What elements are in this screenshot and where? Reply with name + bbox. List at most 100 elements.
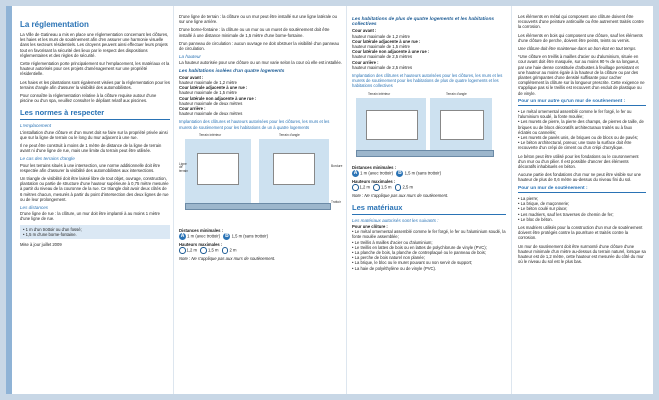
height-3-icon [221, 247, 229, 254]
value: hauteur maximale de deux mètres [179, 100, 243, 106]
value: hauteur maximale de deux mètres [179, 111, 243, 117]
distance-b-icon: B [223, 233, 231, 241]
list-item: • Le métal ornemental assemblé comme le … [518, 109, 632, 120]
value: hauteur maximale de 1,2 mètre [179, 80, 237, 86]
divider [20, 119, 170, 121]
paragraph: Les haies et les plantations sont égalem… [20, 79, 170, 90]
label-interior: Terrain intérieur [199, 132, 222, 137]
list-item: • La perche de bois naturel non planée; [352, 255, 425, 261]
subheading-wall: Pour un mur autre qu'un mur de soutèneme… [518, 98, 626, 104]
distances-legend: A 1 m (avec trottoir) B 1,5 m (sans trot… [179, 233, 268, 241]
list-item: • Le béton coulé sur place; [518, 206, 568, 212]
paragraph: L'installation d'une clôture et d'un mur… [20, 129, 168, 140]
site-plan-figure-2: Terrain intérieur Terrain d'angle [352, 92, 506, 162]
distance-a-icon: A [352, 169, 359, 177]
paragraph: Cette réglementation porte principalemen… [20, 61, 170, 77]
house-1 [197, 152, 239, 185]
update-date: Mise à jour juillet 2009 [20, 242, 62, 248]
list-item: • Le béton architectural, poreux; une to… [518, 140, 632, 151]
value: hauteur maximale de 1,5 mètre [352, 44, 410, 50]
fold-line-1 [173, 6, 174, 394]
paragraph: Les madriers utilisés pour la constructi… [518, 224, 643, 241]
label: Cour latérale non adjacente à une rue : [352, 49, 430, 55]
note: Note : Ne s'applique pas aux murs de sou… [179, 255, 276, 261]
value: hauteur maximale de 1,2 mètre [352, 33, 410, 39]
label: Cour latérale adjacente à une rue : [352, 38, 421, 44]
divider [352, 213, 506, 215]
list-item: • Les murets de pavés unis, de briques o… [518, 135, 638, 141]
height-1-icon [352, 184, 359, 191]
subheading-retaining-wall: Pour un mur de soutènement : [518, 185, 588, 191]
paragraph: Le béton peut être utilisé pour les fond… [518, 153, 639, 170]
list-item: • La haie de polyéthylène ou de vinyle (… [352, 265, 437, 271]
note: Note : Ne s'applique pas aux murs de sou… [352, 192, 449, 198]
brochure-page: La réglementation La Ville de Gatineau a… [6, 6, 653, 394]
figure-title: Les habitations isolées d'un quatre loge… [179, 68, 285, 74]
paragraph: Pour connaître la réglementation relativ… [20, 93, 157, 104]
label: Cour latérale adjacente à une rue : [179, 85, 248, 91]
paragraph: Pour les terrains situés à une intersect… [20, 162, 161, 173]
paragraph: *Une clôture en treillis à mailles d'aci… [518, 54, 645, 96]
paragraph: Une clôture doit être maintenue dans un … [518, 46, 637, 52]
label-fence: Pour une clôture : [352, 223, 388, 229]
site-plan-figure: Terrain intérieur Terrain d'angle Ligne … [179, 133, 343, 225]
paragraph: D'une ligne de terrain : la clôture ou u… [179, 14, 337, 25]
label-lot-line: Ligne de terrain [179, 161, 189, 174]
column-2: D'une ligne de terrain : la clôture ou u… [179, 14, 343, 264]
list-item: • 1,5 m d'une borne-fontaine. [23, 231, 77, 237]
section-title-materials: Les matériaux [352, 202, 403, 212]
value: hauteur maximale de 2,5 mètres [352, 54, 413, 60]
figure-title: Les habitations de plus de quatre logeme… [352, 17, 495, 28]
heights-title: Hauteurs maximales : [352, 178, 396, 184]
paragraph: Un mur de soutènement doit être surmonté… [518, 243, 646, 265]
heights-legend: 1,2 m 1,5 m 2,5 m [352, 184, 506, 191]
distance-box: • 1 m d'un trottoir ou d'un fossé; • 1,5… [20, 224, 170, 240]
paragraph: D'un panneau de circulation : aucun ouvr… [179, 40, 339, 52]
column-1: La réglementation La Ville de Gatineau a… [20, 14, 170, 250]
list-item: • 1 m d'un trottoir ou d'un fossé; [23, 226, 82, 232]
list-item: • Le métal ornemental assemblé comme le … [352, 229, 506, 240]
label-corner: Terrain d'angle [446, 91, 467, 96]
section-title-regulation: La réglementation [20, 20, 89, 29]
paragraph: La Ville de Gatineau a mis en place une … [20, 32, 169, 58]
list-item: • La brique, le bloc ou le muret pouvant… [352, 260, 473, 266]
paragraph: D'une ligne de rue : la clôture, un mur … [20, 211, 160, 222]
paragraph: La hauteur autorisée pour une clôture ou… [179, 60, 342, 66]
divider [518, 105, 646, 107]
label-curb: Bordure [331, 163, 343, 168]
left-margin-bar [6, 6, 12, 394]
height-2-icon [373, 184, 380, 191]
distance-b-icon: B [396, 169, 404, 177]
label-sidewalk: Trottoir [331, 199, 341, 204]
value: hauteur maximale de 2,5 mètres [352, 64, 413, 70]
section-title-norms: Les normes à respecter [20, 108, 105, 118]
list-item: • La pierre; [518, 195, 539, 201]
label-corner: Terrain d'angle [279, 132, 300, 137]
sidewalk [356, 149, 494, 157]
paragraph: Aucune partie des fondations d'un mur ne… [518, 172, 642, 183]
paragraph: Un triangle de visibilité doit être lais… [20, 176, 169, 202]
figure-caption: Implantation des clôtures et hauteurs au… [179, 119, 330, 130]
list-item: • Le treillis en lattes de bois ou en la… [352, 244, 487, 250]
building-2 [440, 109, 484, 140]
label-interior: Terrain intérieur [368, 91, 391, 96]
heights-title: Hauteurs maximales : [179, 242, 223, 248]
heights-legend: 1,2 m 1,5 m 2 m [179, 247, 343, 254]
list-item: • Les madriers, sauf les traverses de ch… [518, 211, 614, 217]
house-2 [273, 152, 315, 185]
height-1-icon [179, 247, 186, 254]
subheading-corner-lots: Le cas des terrains d'angle [20, 156, 75, 162]
paragraph: Il ne peut être construit à moins de 1 m… [20, 143, 162, 154]
paragraph: Les éléments en bois qui composent une c… [518, 32, 643, 43]
distances-legend: A 1 m (avec trottoir) B 1,5 m (sans trot… [352, 169, 441, 177]
paragraph: D'une borne-fontaine : la clôture ou un … [179, 27, 330, 38]
label: Cour avant : [179, 74, 204, 80]
distances-title: Distances minimales : [179, 227, 223, 233]
height-3-icon [394, 184, 402, 191]
list-item: • La brique, de maçonnerie; [518, 201, 570, 207]
subheading-location: L'emplacement [20, 123, 52, 129]
building-1 [366, 109, 418, 140]
label: Cour avant : [352, 28, 377, 34]
figure-caption: Implantation des clôtures et hauteurs au… [352, 73, 503, 89]
value: hauteur maximale de 1,5 mètre [179, 90, 237, 96]
